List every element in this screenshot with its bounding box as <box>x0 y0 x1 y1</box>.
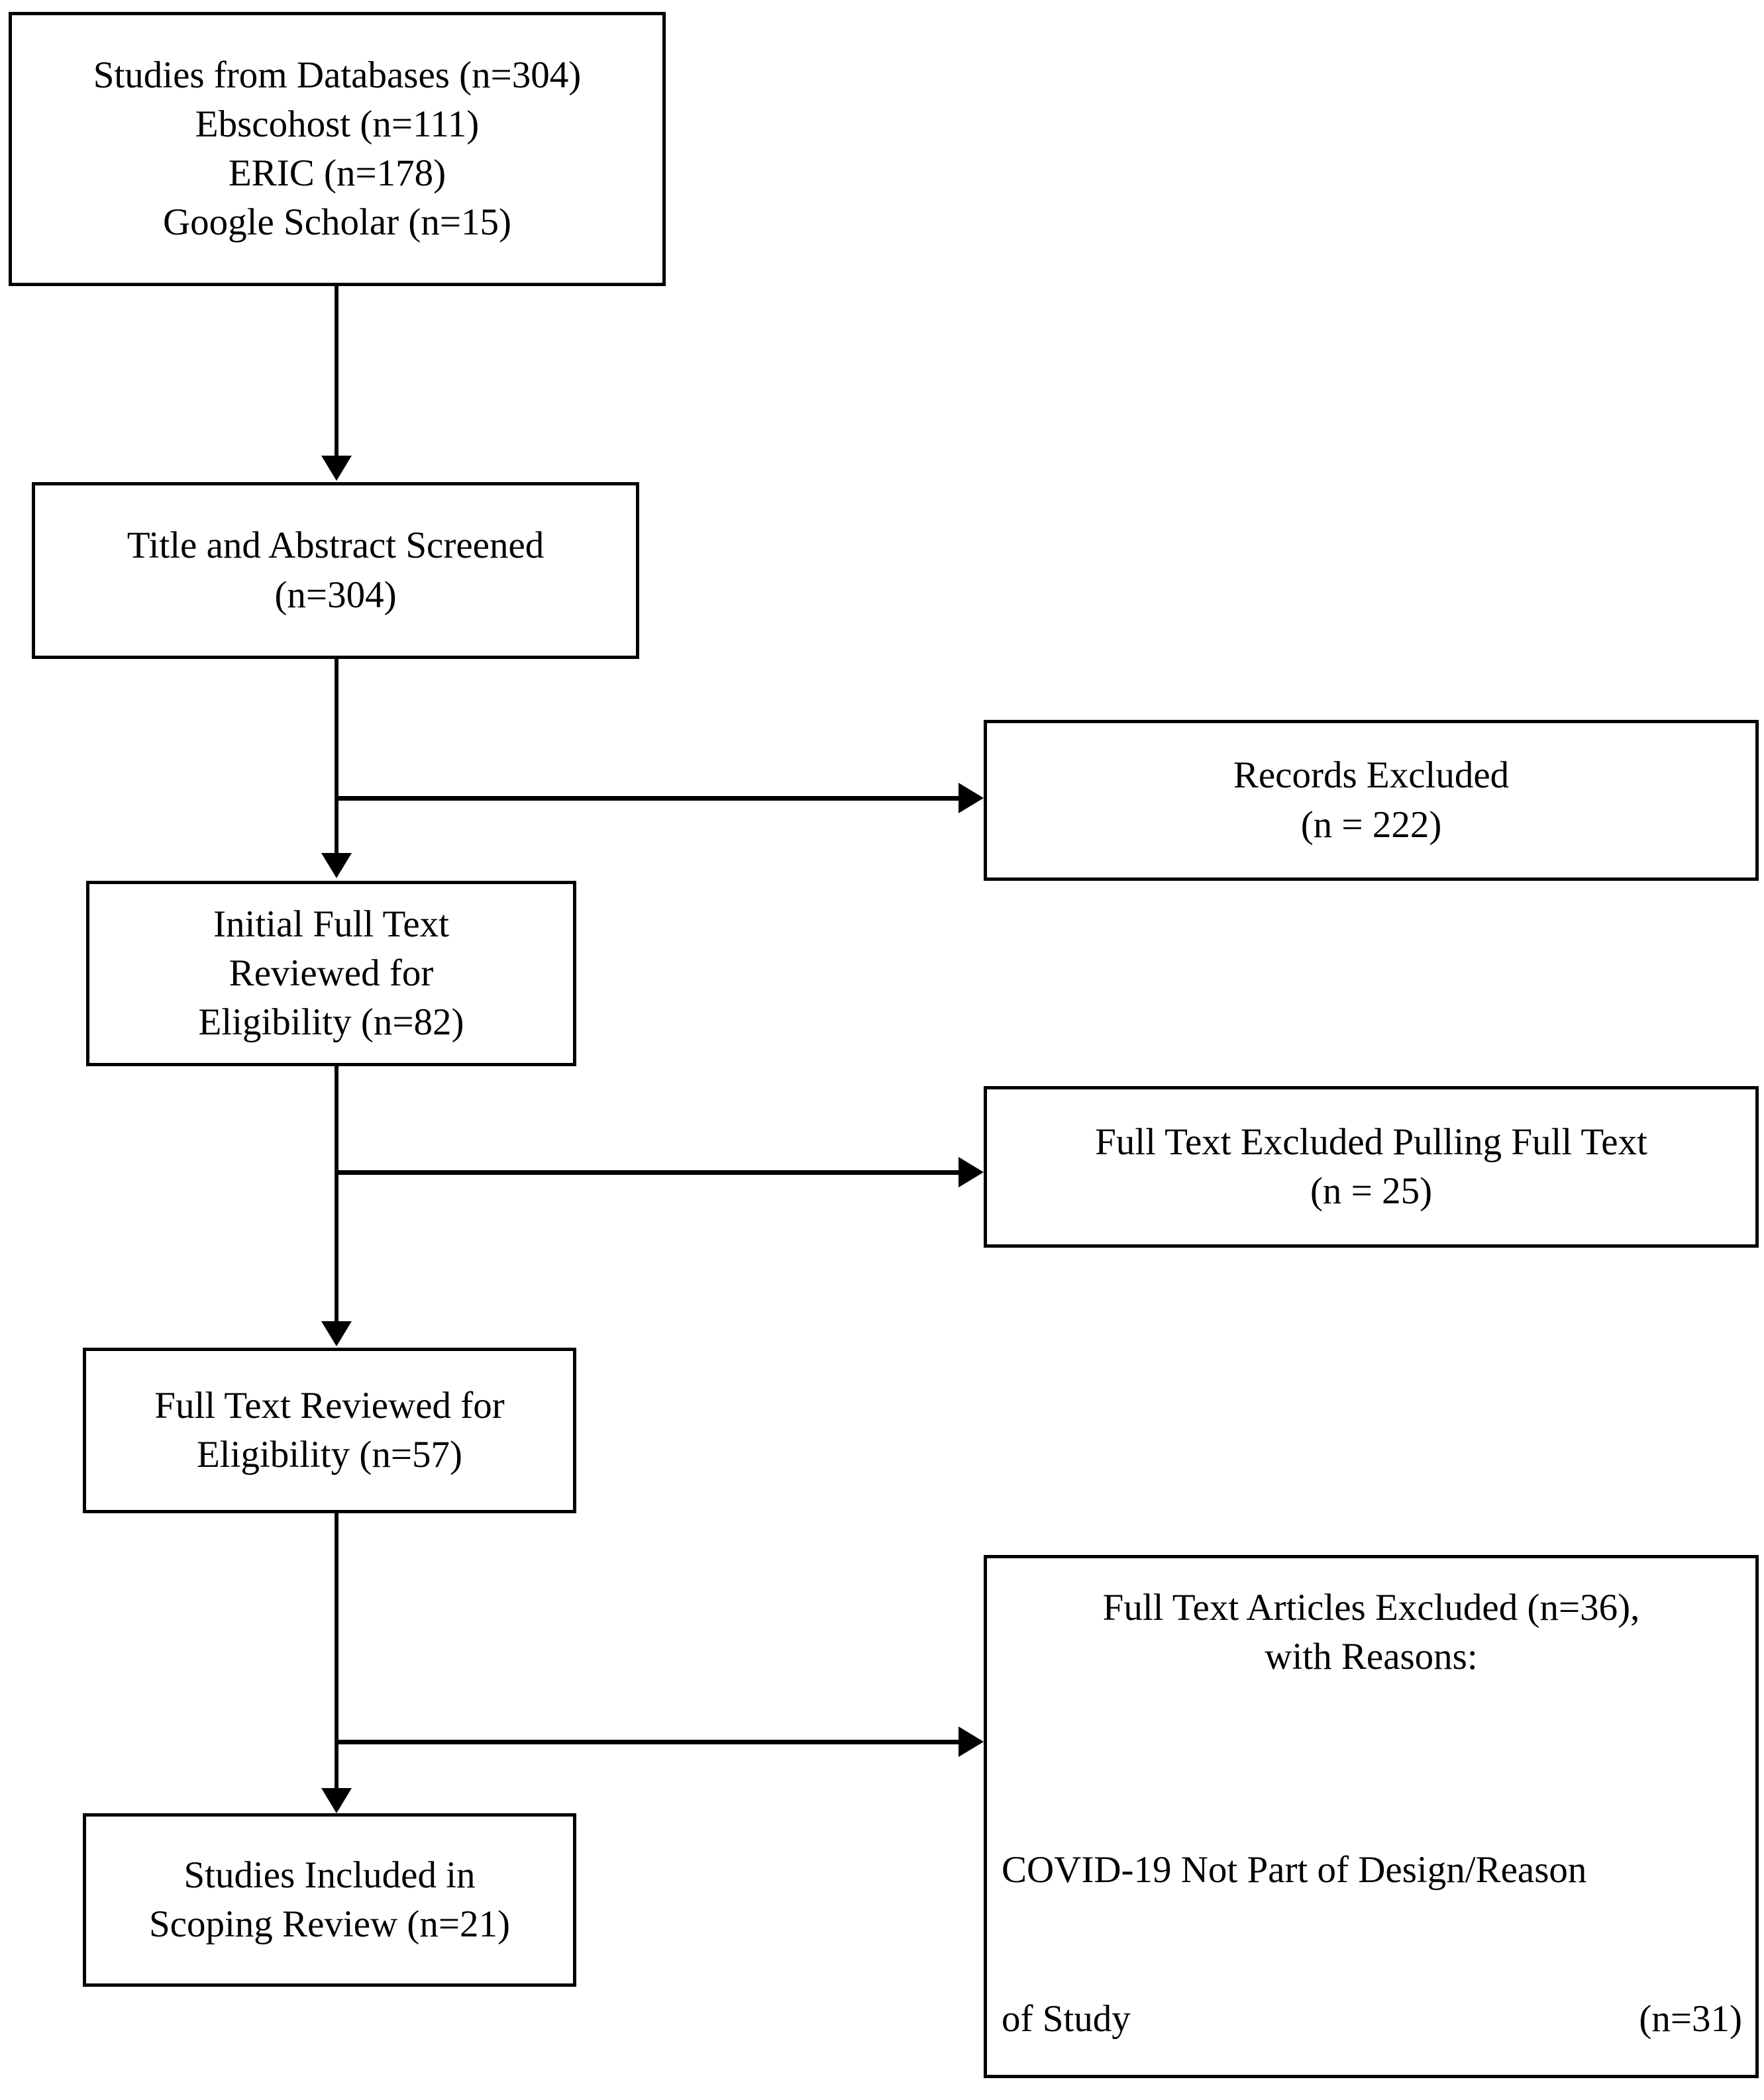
reasons-heading-line: Full Text Articles Excluded (n=36), <box>1102 1587 1640 1628</box>
node-line: Studies from Databases (n=304) <box>93 54 582 96</box>
node-title-and-abstract-screened: Title and Abstract Screened (n=304) <box>32 482 639 659</box>
connector-screened-to-initial-full-text <box>335 659 338 855</box>
node-line: (n = 222) <box>1300 803 1442 846</box>
node-line: Eligibility (n=82) <box>198 1001 464 1044</box>
reason-count: (n=31) <box>1639 1998 1742 2040</box>
arrowhead-right-records-excluded <box>959 783 984 813</box>
connector-to-records-excluded <box>335 796 960 801</box>
reason-label-line-2: of Study <box>1002 1998 1131 2040</box>
node-line: Ebscohost (n=111) <box>195 103 480 145</box>
arrowhead-right-full-text-excluded-pulling <box>959 1157 984 1187</box>
node-records-excluded: Records Excluded (n = 222) <box>984 720 1759 881</box>
node-full-text-articles-excluded-with-reasons: Full Text Articles Excluded (n=36), with… <box>984 1555 1759 2078</box>
node-line: Records Excluded <box>1233 754 1510 797</box>
node-line: (n=304) <box>274 574 397 616</box>
arrowhead-down-studies-included <box>321 1788 352 1813</box>
reason-item: COVID-19 Not Part of Design/Reason of St… <box>1002 1745 1742 2075</box>
node-line: (n = 25) <box>1310 1170 1433 1212</box>
reasons-list: COVID-19 Not Part of Design/Reason of St… <box>987 1745 1755 2075</box>
node-initial-full-text-reviewed: Initial Full Text Reviewed for Eligibili… <box>86 881 576 1066</box>
node-line: Full Text Excluded Pulling Full Text <box>1095 1121 1647 1163</box>
node-line: ERIC (n=178) <box>228 152 446 194</box>
arrowhead-right-articles-excluded-reasons <box>959 1726 984 1757</box>
arrowhead-down-initial-full-text <box>321 853 352 878</box>
node-full-text-excluded-pulling: Full Text Excluded Pulling Full Text (n … <box>984 1086 1759 1248</box>
node-full-text-reviewed-for-eligibility: Full Text Reviewed for Eligibility (n=57… <box>83 1348 576 1513</box>
reason-label-line-1: COVID-19 Not Part of Design/Reason <box>1002 1848 1587 1891</box>
node-line: Studies Included in <box>183 1854 476 1896</box>
connector-to-full-text-excluded-pulling <box>335 1170 960 1175</box>
connector-to-articles-excluded-reasons <box>335 1740 960 1744</box>
node-line: Reviewed for <box>229 952 434 994</box>
node-line: Full Text Reviewed for <box>154 1384 505 1426</box>
node-line: Scoping Review (n=21) <box>148 1903 511 1945</box>
node-line: Title and Abstract Screened <box>127 525 545 567</box>
node-line: Initial Full Text <box>213 903 449 945</box>
node-studies-from-databases: Studies from Databases (n=304) Ebscohost… <box>9 12 666 286</box>
connector-reviewed-to-included <box>335 1513 338 1790</box>
node-studies-included-in-scoping-review: Studies Included in Scoping Review (n=21… <box>83 1813 576 1987</box>
connector-initial-to-full-text-reviewed <box>335 1065 338 1323</box>
arrowhead-down-full-text-reviewed <box>321 1321 352 1346</box>
connector-databases-to-screened <box>335 286 338 457</box>
arrowhead-down-screened <box>321 456 352 481</box>
node-line: Google Scholar (n=15) <box>162 201 512 244</box>
reasons-heading: Full Text Articles Excluded (n=36), with… <box>987 1583 1755 1681</box>
node-line: Eligibility (n=57) <box>196 1434 463 1475</box>
reasons-heading-line: with Reasons: <box>1265 1636 1478 1678</box>
